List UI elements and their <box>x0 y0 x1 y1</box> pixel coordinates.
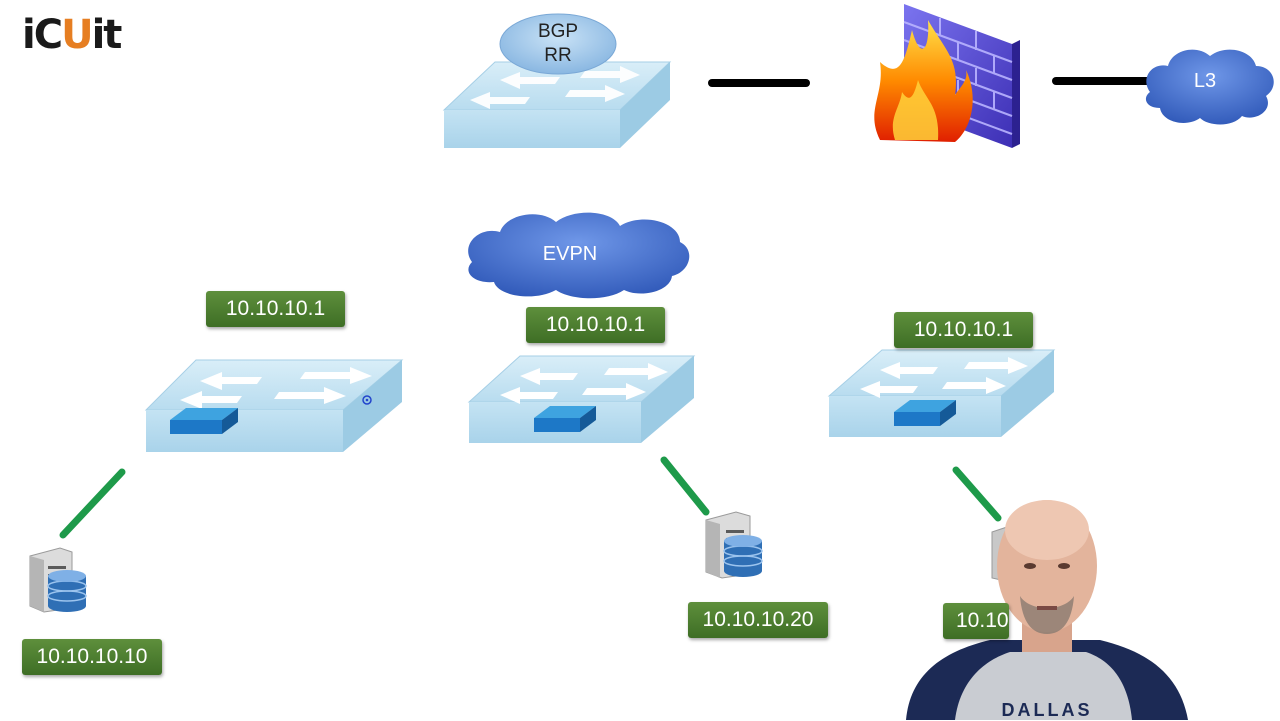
evpn-label: EVPN <box>542 243 598 265</box>
server-icon <box>29 547 87 613</box>
host-ip-label: 10.10.10.10 <box>22 639 162 675</box>
logo-accent: U <box>61 12 94 58</box>
leaf-switch-2 <box>467 355 696 443</box>
link-leaf3-host3 <box>952 466 1002 522</box>
logo: iCUit <box>22 12 123 58</box>
link-leaf2-host2 <box>660 456 710 516</box>
presenter-video <box>906 500 1188 720</box>
host-ip-label: 10.10 <box>943 603 1009 639</box>
host-ip-label: 10.10.10.20 <box>688 602 828 638</box>
rr-switch <box>442 13 672 148</box>
leaf-switch-3 <box>827 349 1056 437</box>
bgp-label: BGP <box>537 21 579 42</box>
gateway-ip-label: 10.10.10.1 <box>206 291 345 327</box>
l3-label: L3 <box>1193 70 1217 92</box>
bgp-rr-label: BGP RR <box>528 20 588 68</box>
fire-icon <box>874 20 973 142</box>
firewall-icon <box>874 4 1020 148</box>
l3-cloud <box>1145 49 1274 125</box>
logo-text: it <box>91 12 123 58</box>
database-icon <box>723 535 763 577</box>
database-icon <box>47 570 87 612</box>
gateway-ip-label: 10.10.10.1 <box>526 307 665 343</box>
rr-label: RR <box>544 45 572 66</box>
logo-text: iC <box>22 12 63 58</box>
link-leaf1-host1 <box>59 468 126 539</box>
evpn-cloud <box>468 212 690 299</box>
leaf-switch-1 <box>144 359 404 452</box>
shirt-text: DALLAS <box>1001 700 1093 720</box>
server-icon <box>705 511 763 579</box>
cursor-marker <box>362 395 372 405</box>
gateway-ip-label: 10.10.10.1 <box>894 312 1033 348</box>
bgp-rr-bubble <box>499 13 617 75</box>
